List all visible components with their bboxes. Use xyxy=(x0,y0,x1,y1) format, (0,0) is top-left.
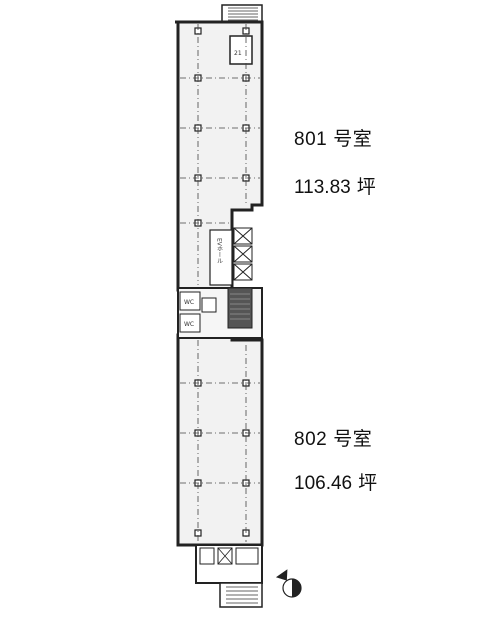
wc-tag-2: WC xyxy=(184,321,194,328)
ev-hall-label: EVホール xyxy=(216,238,223,264)
unit-801-area-unit: 坪 xyxy=(356,177,376,198)
restrooms: WC WC xyxy=(179,291,217,333)
elevator-hall: EVホール xyxy=(209,229,233,286)
unit-802-area-value: 106.46 xyxy=(294,473,353,494)
unit-801-number: 801 xyxy=(294,129,328,150)
unit-802-area-unit: 坪 xyxy=(358,473,378,494)
top-small-room: 21 xyxy=(229,35,253,65)
north-arrow-icon xyxy=(275,569,302,598)
wc-tag-1: WC xyxy=(184,299,194,306)
unit-802-number: 802 xyxy=(294,429,328,450)
stair-bottom xyxy=(219,582,263,608)
elevator-shafts xyxy=(233,227,253,281)
stair-top xyxy=(221,4,263,26)
bottom-service-rooms xyxy=(195,544,263,584)
svg-text:21: 21 xyxy=(234,50,242,57)
unit-801-area-value: 113.83 xyxy=(294,177,351,198)
unit-801-suffix: 号室 xyxy=(333,129,373,150)
grid-lines xyxy=(180,24,260,542)
unit-802-suffix: 号室 xyxy=(333,429,373,450)
central-stair xyxy=(227,287,253,329)
